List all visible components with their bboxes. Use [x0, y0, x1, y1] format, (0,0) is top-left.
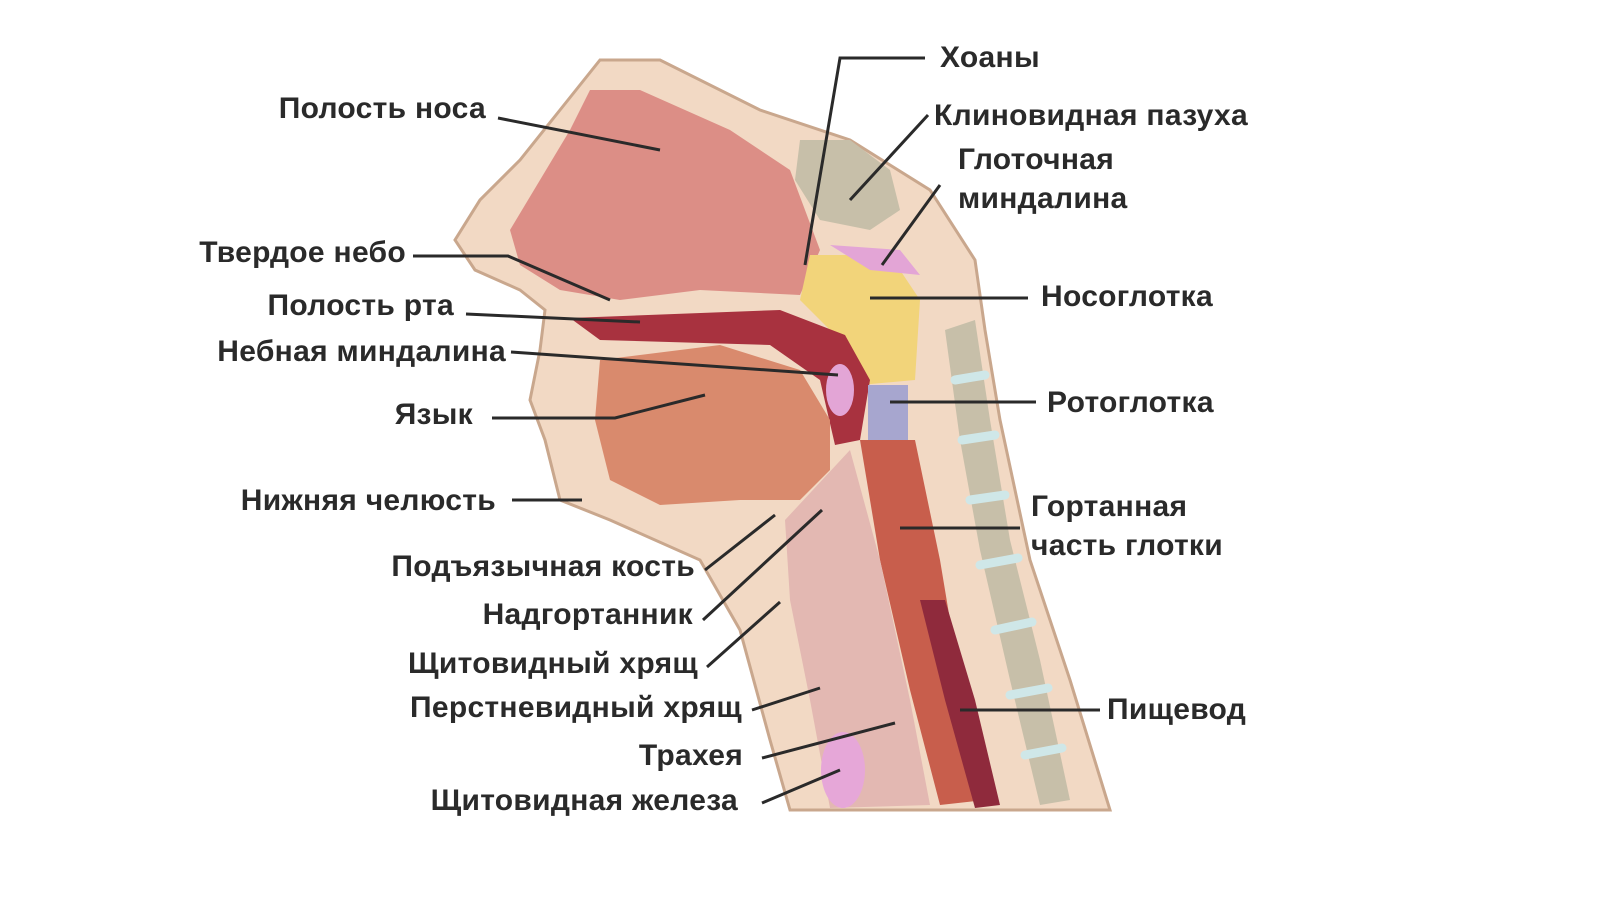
- label-epiglottis: Надгортанник: [482, 598, 693, 631]
- leader-pharyngeal-tonsil: [880, 184, 942, 266]
- label-sphenoid-sinus: Клиновидная пазуха: [934, 99, 1248, 132]
- label-choanae: Хоаны: [940, 41, 1040, 74]
- label-laryngopharynx: Гортанная часть глотки: [1031, 490, 1223, 563]
- label-thyroid-gland: Щитовидная железа: [430, 784, 738, 817]
- leader-epiglottis: [701, 508, 824, 622]
- vertebral-discs: [950, 370, 1067, 760]
- nasal-cavity-region: [510, 90, 820, 300]
- label-nasopharynx: Носоглотка: [1041, 280, 1213, 313]
- label-pharyngeal-tonsil-line-2: миндалина: [958, 182, 1128, 215]
- label-thyroid-cartilage: Щитовидный хрящ: [407, 647, 698, 680]
- leader-sphenoid-sinus: [848, 113, 930, 202]
- leader-choanae: [803, 56, 925, 266]
- leader-thyroid-gland: [761, 768, 841, 805]
- label-laryngopharynx-line-1: Гортанная: [1031, 490, 1188, 523]
- thyroid-gland-region: [821, 732, 865, 808]
- trachea-region: [785, 450, 930, 808]
- label-oropharynx: Ротоглотка: [1047, 386, 1214, 419]
- label-mandible: Нижняя челюсть: [240, 484, 496, 517]
- leader-lines: [413, 56, 1100, 805]
- label-hyoid-bone: Подъязычная кость: [391, 550, 695, 583]
- soft-palate-region: [570, 310, 870, 445]
- label-pharyngeal-tonsil-line-1: Глоточная: [958, 143, 1115, 176]
- leader-oral-cavity: [465, 312, 641, 324]
- label-hard-palate: Твердое небо: [199, 236, 406, 269]
- palatine-tonsil-region: [826, 364, 854, 416]
- leader-cricoid-cartilage: [751, 686, 821, 712]
- label-palatine-tonsil: Небная миндалина: [217, 335, 506, 368]
- label-cricoid-cartilage: Перстневидный хрящ: [409, 691, 742, 724]
- label-esophagus: Пищевод: [1107, 693, 1247, 726]
- label-tongue: Язык: [394, 398, 473, 431]
- leader-palatine-tonsil: [510, 350, 839, 377]
- leader-trachea: [761, 721, 896, 760]
- label-oral-cavity: Полость рта: [267, 289, 454, 322]
- leader-hard-palate: [413, 254, 611, 302]
- leader-tongue: [492, 393, 706, 420]
- pharyngeal-tonsil-region: [830, 245, 920, 275]
- leader-thyroid-cartilage: [706, 600, 781, 669]
- esophagus-region: [920, 600, 1000, 808]
- label-pharyngeal-tonsil: Глоточная миндалина: [958, 143, 1128, 216]
- leader-hyoid-bone: [704, 513, 776, 572]
- nasopharynx-region: [800, 255, 920, 385]
- label-trachea: Трахея: [638, 739, 743, 772]
- oropharynx-region: [868, 385, 908, 440]
- label-nasal-cavity: Полость носа: [278, 92, 486, 125]
- leader-nasal-cavity: [497, 116, 661, 152]
- tongue-region: [595, 345, 830, 505]
- label-laryngopharynx-line-2: часть глотки: [1031, 529, 1223, 562]
